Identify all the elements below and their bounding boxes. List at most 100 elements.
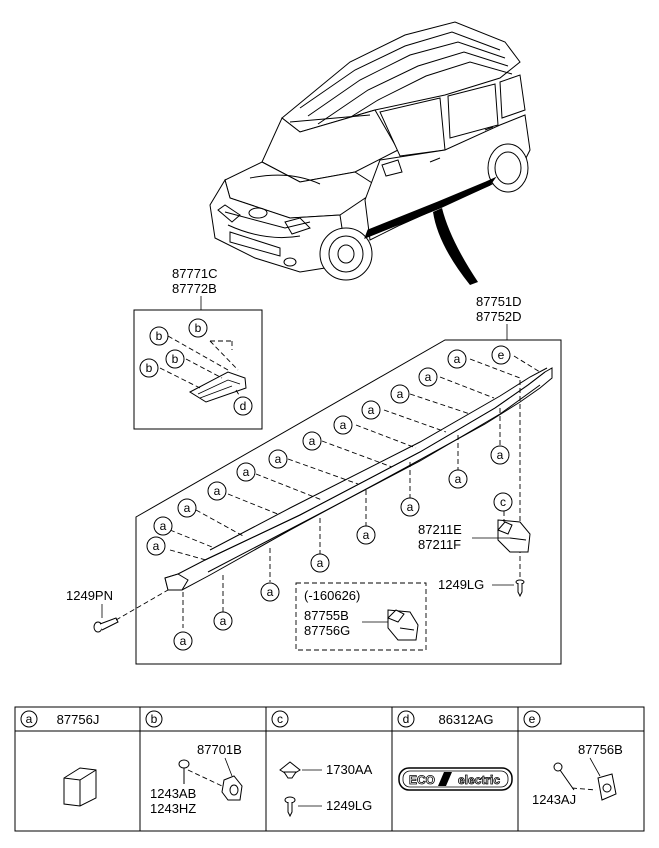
callout-a: a [390, 384, 410, 404]
callout-a: a [153, 516, 173, 536]
callout-b: b [149, 326, 169, 346]
legend-c-clip-part [279, 761, 301, 779]
callout-b: b [165, 349, 185, 369]
legend-b-1243HZ: 1243HZ [150, 801, 196, 816]
legend-e-1243AJ: 1243AJ [532, 792, 576, 807]
svg-text:c: c [500, 495, 506, 509]
svg-text:e: e [529, 712, 536, 726]
callout-a: a [236, 462, 256, 482]
side-sill-moulding [164, 367, 553, 591]
label-87755B: 87755B [304, 608, 349, 623]
svg-text:a: a [275, 452, 282, 466]
svg-text:a: a [455, 472, 462, 486]
svg-text:a: a [340, 418, 347, 432]
callout-c: c [493, 492, 513, 512]
svg-text:ECO: ECO [409, 773, 435, 787]
callout-a: a [447, 349, 467, 369]
callout-b: b [139, 358, 159, 378]
svg-text:b: b [195, 321, 202, 335]
svg-text:d: d [403, 712, 410, 726]
svg-text:a: a [184, 501, 191, 515]
svg-text:b: b [172, 352, 179, 366]
clip-87755B-part [387, 609, 419, 641]
callout-e: e [491, 345, 511, 365]
legend-header-a: a 87756J [20, 710, 100, 728]
svg-text:a: a [317, 556, 324, 570]
legend-b-1243AB: 1243AB [150, 786, 196, 801]
screw-1249PN-part [93, 617, 119, 633]
legend-header-c: c [271, 710, 289, 728]
svg-text:b: b [156, 329, 163, 343]
label-87756G: 87756G [304, 623, 350, 638]
svg-text:a: a [454, 352, 461, 366]
callout-a: a [207, 481, 227, 501]
legend-c-1249LG: 1249LG [326, 798, 372, 813]
callout-a: a [173, 631, 193, 651]
detail-box-garnish [133, 309, 263, 430]
label-period: (-160626) [304, 588, 360, 603]
label-1249LG: 1249LG [438, 577, 484, 592]
callout-a: a [213, 611, 233, 631]
callout-a: a [356, 525, 376, 545]
svg-text:b: b [151, 712, 158, 726]
callout-a: a [260, 582, 280, 602]
label-87752D: 87752D [476, 309, 522, 324]
svg-text:a: a [363, 528, 370, 542]
callout-d: d [233, 396, 253, 416]
screw-1249LG-part [515, 579, 525, 598]
eco-electric-badge: ECO electric [398, 767, 513, 791]
legend-b-bolt-part [178, 759, 190, 784]
svg-text:electric: electric [458, 773, 500, 787]
svg-text:a: a [153, 539, 160, 553]
callouts: b b b b d a a a a a a a a a a a a e a a … [139, 318, 513, 651]
callout-a: a [400, 497, 420, 517]
legend-e-plate-part [597, 773, 617, 801]
callout-a: a [302, 431, 322, 451]
label-1249PN: 1249PN [66, 588, 113, 603]
svg-text:a: a [214, 484, 221, 498]
legend-c-1730AA: 1730AA [326, 762, 373, 777]
legend-table: a 87756J b c d 86312AG e 87701B 1243AB [14, 706, 645, 832]
svg-text:a: a [26, 712, 33, 726]
inset-box-period [295, 582, 427, 651]
legend-header-b: b [145, 710, 163, 728]
label-87211F: 87211F [418, 537, 461, 552]
legend-part-87756J: 87756J [57, 712, 100, 727]
svg-text:a: a [368, 403, 375, 417]
label-87211E: 87211E [418, 522, 462, 537]
callout-b: b [188, 318, 208, 338]
callout-a: a [268, 449, 288, 469]
svg-text:c: c [277, 712, 283, 726]
svg-text:a: a [220, 614, 227, 628]
legend-b-87701B: 87701B [197, 742, 242, 757]
legend-b-nut-part [221, 775, 243, 801]
legend-part-86312AG: 86312AG [439, 712, 494, 727]
label-87751D: 87751D [476, 294, 522, 309]
callout-a: a [310, 553, 330, 573]
legend-c-screw-part [284, 796, 296, 818]
callout-a: a [490, 445, 510, 465]
callout-a: a [448, 469, 468, 489]
legend-e-87756B: 87756B [578, 742, 623, 757]
svg-text:d: d [240, 399, 247, 413]
legend-header-d: d 86312AG [397, 710, 494, 728]
svg-text:e: e [498, 348, 505, 362]
svg-text:a: a [180, 634, 187, 648]
callout-a: a [361, 400, 381, 420]
legend-e-bolt-part [553, 762, 575, 791]
svg-text:a: a [243, 465, 250, 479]
callout-a: a [177, 498, 197, 518]
svg-text:a: a [497, 448, 504, 462]
label-87772B: 87772B [172, 281, 217, 296]
svg-text:a: a [160, 519, 167, 533]
svg-text:a: a [397, 387, 404, 401]
label-87771C: 87771C [172, 266, 218, 281]
garnish-part [188, 371, 247, 403]
main-detail-box [135, 339, 562, 665]
svg-text:a: a [407, 500, 414, 514]
svg-text:a: a [425, 370, 432, 384]
callout-a: a [333, 415, 353, 435]
clip-87211E-part [497, 519, 531, 553]
